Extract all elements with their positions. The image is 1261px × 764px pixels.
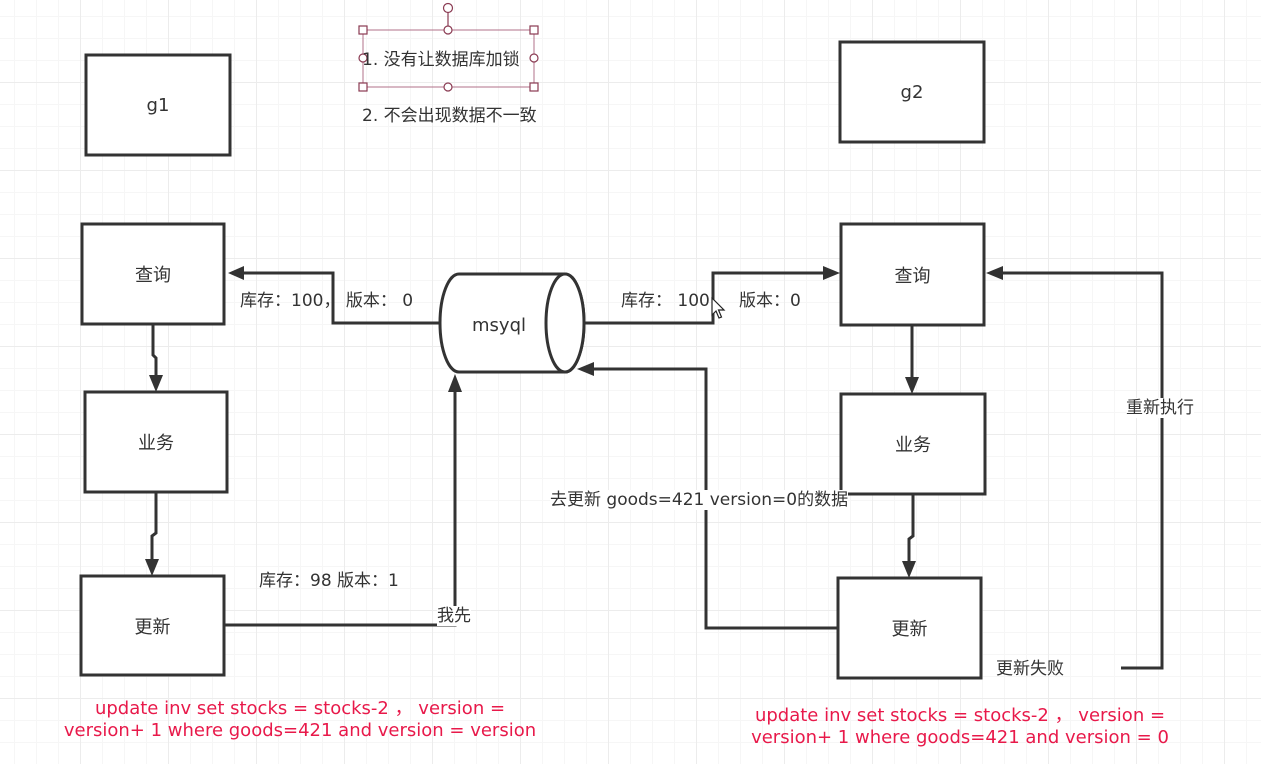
- g2-update-label: 更新: [891, 619, 928, 640]
- selection-frame[interactable]: [358, 2, 539, 92]
- g1-sql-line1: update inv set stocks = stocks-2 ， versi…: [94, 698, 506, 719]
- arrowhead-g2-update: [902, 561, 916, 578]
- resize-handle-ne[interactable]: [529, 25, 539, 35]
- g2-business-label: 业务: [895, 435, 931, 456]
- g1-read-label: 库存：100， 版本： 0: [240, 291, 414, 311]
- rotate-handle[interactable]: [442, 2, 454, 14]
- resize-handle-e[interactable]: [529, 53, 539, 63]
- resize-handle-sw[interactable]: [358, 82, 368, 92]
- g2-read-version-label: 版本：0: [739, 291, 801, 311]
- resize-handle-se[interactable]: [529, 82, 539, 92]
- arrowhead-db-from-g2: [577, 362, 594, 376]
- g1-business-label: 业务: [138, 433, 174, 454]
- edge-g1-business-to-update[interactable]: [150, 492, 158, 559]
- g1-sql-line2: version+ 1 where goods=421 and version =…: [63, 720, 537, 741]
- edge-g2-business-to-update[interactable]: [907, 494, 915, 561]
- database-cylinder[interactable]: [438, 272, 586, 374]
- g1-query-box[interactable]: [80, 222, 226, 326]
- g2-query-box[interactable]: [839, 222, 986, 327]
- edge-retry-loop[interactable]: [1003, 271, 1164, 670]
- db-label: msyql: [472, 314, 526, 336]
- g1-title: g1: [146, 94, 170, 116]
- arrowhead-g2-query: [823, 266, 840, 280]
- g2-sql-line2: version+ 1 where goods=421 and version =…: [751, 727, 1169, 748]
- g2-business-box[interactable]: [839, 392, 987, 496]
- resize-handle-w[interactable]: [358, 53, 368, 63]
- g2-sql-line1: update inv set stocks = stocks-2 ， versi…: [754, 705, 1166, 726]
- g2-write-label: 去更新 goods=421 version=0的数据: [550, 490, 849, 510]
- g1-update-box[interactable]: [79, 574, 226, 677]
- g1-query-label: 查询: [135, 265, 171, 286]
- g2-box[interactable]: [838, 40, 986, 144]
- arrowhead-g1-update: [145, 559, 159, 576]
- edge-db-to-g2-query[interactable]: [584, 271, 824, 325]
- mouse-pointer-icon: [711, 297, 726, 319]
- arrowhead-retry: [986, 266, 1003, 280]
- note-no-inconsistency[interactable]: 2. 不会出现数据不一致: [362, 106, 537, 126]
- arrowhead-g2-business: [905, 377, 919, 394]
- g2-retry-label: 重新执行: [1126, 398, 1194, 418]
- g2-sql: update inv set stocks = stocks-2 ， versi…: [730, 705, 1190, 749]
- g2-read-stock-label: 库存： 100: [621, 291, 710, 311]
- arrowhead-g1-business: [149, 375, 163, 392]
- arrowhead-db-from-g1: [448, 374, 462, 392]
- g2-title: g2: [900, 81, 924, 103]
- resize-handle-nw[interactable]: [358, 25, 368, 35]
- g1-box[interactable]: [84, 53, 232, 157]
- note-no-lock[interactable]: 1. 没有让数据库加锁: [362, 50, 520, 70]
- g2-fail-label: 更新失败: [996, 659, 1064, 679]
- g1-write-label: 库存：98 版本：1: [259, 571, 399, 591]
- g1-sql: update inv set stocks = stocks-2 ， versi…: [40, 698, 560, 742]
- arrowhead-g1-query: [228, 266, 244, 280]
- g2-query-label: 查询: [894, 265, 931, 287]
- edge-g1-query-to-business[interactable]: [151, 324, 158, 375]
- g1-first-label: 我先: [437, 606, 471, 626]
- g1-update-label: 更新: [134, 616, 171, 638]
- resize-handle-n[interactable]: [443, 25, 453, 35]
- edge-db-to-g1-query[interactable]: [242, 271, 439, 325]
- resize-handle-s[interactable]: [443, 82, 453, 92]
